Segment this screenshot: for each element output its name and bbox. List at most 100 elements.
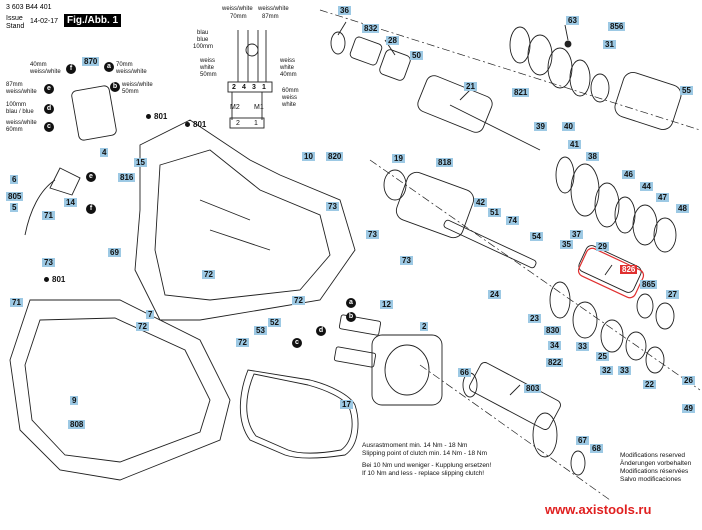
part-34: 34 xyxy=(548,341,561,350)
badge-d-lower: d xyxy=(316,326,326,336)
switch-wire-b-label: weiss/white 50mm xyxy=(122,82,153,95)
clutch-warning-en: If 10 Nm and less - replace slipping clu… xyxy=(362,470,485,477)
wire-label-w70-1: weiss/white xyxy=(222,6,253,12)
part-63: 63 xyxy=(566,16,579,25)
motor-m1: M1 xyxy=(254,104,264,111)
part-33: 33 xyxy=(576,342,589,351)
part-21: 21 xyxy=(464,82,477,91)
switch-wire-e-label: 87mm weiss/white xyxy=(6,82,37,95)
part-46: 46 xyxy=(622,170,635,179)
part-41: 41 xyxy=(568,140,581,149)
badge-b: b xyxy=(110,82,120,92)
terminal-1: 1 xyxy=(262,84,266,91)
wire-label-blue-3: 100mm xyxy=(193,44,214,50)
part-803: 803 xyxy=(524,384,542,393)
stand-label: Stand xyxy=(6,23,25,30)
part-35: 35 xyxy=(560,240,573,249)
part-73d: 73 xyxy=(42,258,55,267)
part-17: 17 xyxy=(340,400,353,409)
dot-marker-3 xyxy=(44,277,49,282)
badge-e-lower: e xyxy=(86,172,96,182)
badge-c-lower: c xyxy=(292,338,302,348)
part-28: 28 xyxy=(386,36,399,45)
part-36: 36 xyxy=(338,6,351,15)
figure-label: Fig./Abb. 1 xyxy=(64,14,122,27)
wire-label-w50-3: 50mm xyxy=(200,72,217,78)
part-14: 14 xyxy=(64,198,77,207)
wire-label-w87-2: 87mm xyxy=(262,14,279,20)
part-2: 2 xyxy=(420,322,429,331)
part-10: 10 xyxy=(302,152,315,161)
part-74: 74 xyxy=(506,216,519,225)
part-5: 5 xyxy=(10,203,19,212)
issue-label: Issue xyxy=(6,15,23,22)
wire-label-w60-3: white xyxy=(282,102,297,108)
part-24: 24 xyxy=(488,290,501,299)
part-68: 68 xyxy=(590,444,603,453)
part-830: 830 xyxy=(544,326,562,335)
wire-label-w60-1: 60mm xyxy=(282,88,299,94)
badge-f: f xyxy=(66,64,76,74)
part-31: 31 xyxy=(603,40,616,49)
wire-label-blue-1: blau xyxy=(197,30,209,36)
part-50: 50 xyxy=(410,51,423,60)
mods-note-de: Änderungen vorbehalten xyxy=(620,460,692,467)
motor-m2: M2 xyxy=(230,104,240,111)
part-53: 53 xyxy=(254,326,267,335)
part-54: 54 xyxy=(530,232,543,241)
part-40: 40 xyxy=(562,122,575,131)
part-808: 808 xyxy=(68,420,86,429)
part-816: 816 xyxy=(118,173,136,182)
terminal-2: 2 xyxy=(232,84,236,91)
part-26: 26 xyxy=(682,376,695,385)
clutch-note-de: Ausrastmoment min. 14 Nm - 18 Nm xyxy=(362,442,468,449)
part-19: 19 xyxy=(392,154,405,163)
wire-label-blue-2: blue xyxy=(197,37,209,43)
part-801b: 801 xyxy=(193,120,207,129)
part-71b: 71 xyxy=(10,298,23,307)
wire-label-w40-3: 40mm xyxy=(280,72,297,78)
part-820: 820 xyxy=(326,152,344,161)
part-72b: 72 xyxy=(236,338,249,347)
part-73b: 73 xyxy=(366,230,379,239)
wire-label-w40-2: white xyxy=(280,65,295,71)
part-72c: 72 xyxy=(292,296,305,305)
part-39: 39 xyxy=(534,122,547,131)
part-38: 38 xyxy=(586,152,599,161)
badge-f-lower: f xyxy=(86,204,96,214)
part-73a: 73 xyxy=(326,202,339,211)
part-51: 51 xyxy=(488,208,501,217)
part-22: 22 xyxy=(643,380,656,389)
part-856: 856 xyxy=(608,22,626,31)
brush-terminal-2: 2 xyxy=(236,120,240,127)
switch-wire-c-label: weiss/white 60mm xyxy=(6,120,37,133)
wire-label-w40-1: weiss xyxy=(280,58,296,64)
badge-b-lower: b xyxy=(346,312,356,322)
wire-label-w50-2: white xyxy=(200,65,215,71)
part-73c: 73 xyxy=(400,256,413,265)
terminal-4: 4 xyxy=(242,84,246,91)
badge-d: d xyxy=(44,104,54,114)
part-15: 15 xyxy=(134,158,147,167)
badge-a: a xyxy=(104,62,114,72)
part-49: 49 xyxy=(682,404,695,413)
part-801a: 801 xyxy=(154,112,168,121)
part-42: 42 xyxy=(474,198,487,207)
wire-label-w70-2: 70mm xyxy=(230,14,247,20)
part-72a: 72 xyxy=(202,270,215,279)
part-7: 7 xyxy=(146,310,155,319)
part-67: 67 xyxy=(576,436,589,445)
part-865: 865 xyxy=(640,280,658,289)
part-52: 52 xyxy=(268,318,281,327)
part-821: 821 xyxy=(512,88,530,97)
part-801c: 801 xyxy=(52,275,66,284)
mods-note-es: Salvo modificaciones xyxy=(620,476,682,483)
part-12: 12 xyxy=(380,300,393,309)
part-72d: 72 xyxy=(136,322,149,331)
part-69: 69 xyxy=(108,248,121,257)
switch-wire-f-label: 40mm weiss/white xyxy=(30,62,61,75)
doc-number: 3 603 B44 401 xyxy=(6,4,52,11)
clutch-warning-de: Bei 10 Nm und weniger - Kupplung ersetze… xyxy=(362,462,492,469)
part-32: 32 xyxy=(600,366,613,375)
